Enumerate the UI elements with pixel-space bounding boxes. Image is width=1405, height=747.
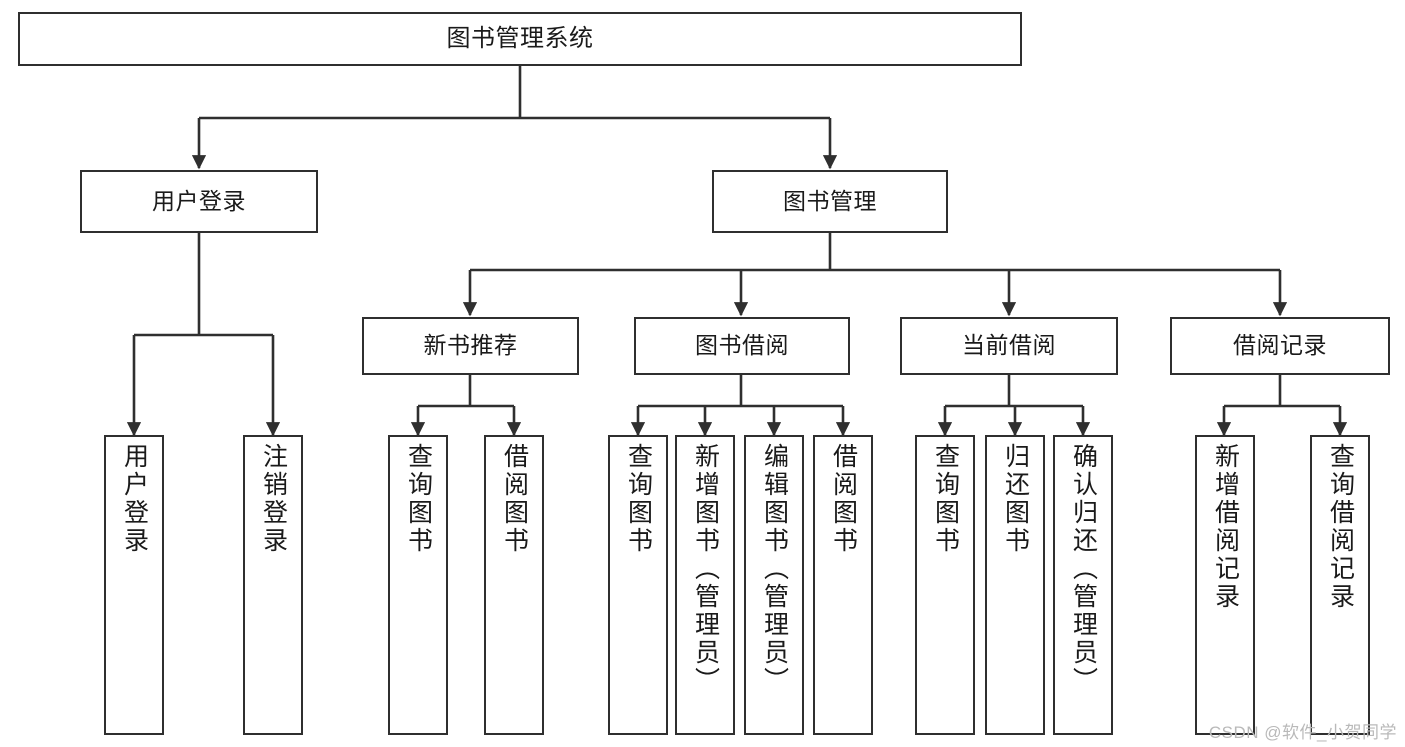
leaf-label: 借阅图书	[829, 443, 858, 555]
node-book-borrow[interactable]: 图书借阅	[634, 317, 850, 375]
node-root-label: 图书管理系统	[446, 24, 594, 52]
leaf-current-borrow-confirm[interactable]: 确认归还（管理员）	[1053, 435, 1113, 735]
leaf-label: 确认归还（管理员）	[1069, 443, 1098, 695]
node-current-borrow-label: 当前借阅	[962, 332, 1056, 359]
watermark: CSDN @软件_小贺同学	[1208, 723, 1397, 742]
leaf-book-borrow-borrow[interactable]: 借阅图书	[813, 435, 873, 735]
node-new-book-recommend[interactable]: 新书推荐	[362, 317, 579, 375]
leaf-book-borrow-query[interactable]: 查询图书	[608, 435, 668, 735]
node-new-book-recommend-label: 新书推荐	[423, 332, 518, 359]
leaf-user-login-logout[interactable]: 注销登录	[243, 435, 303, 735]
node-borrow-record[interactable]: 借阅记录	[1170, 317, 1390, 375]
leaf-current-borrow-return[interactable]: 归还图书	[985, 435, 1045, 735]
node-book-borrow-label: 图书借阅	[695, 332, 789, 359]
leaf-label: 新增借阅记录	[1211, 443, 1240, 611]
leaf-label: 新增图书（管理员）	[691, 443, 720, 695]
leaf-label: 编辑图书（管理员）	[760, 443, 789, 695]
leaf-borrow-record-add[interactable]: 新增借阅记录	[1195, 435, 1255, 735]
leaf-label: 查询图书	[931, 443, 960, 555]
leaf-label: 归还图书	[1001, 443, 1030, 555]
leaf-book-borrow-add[interactable]: 新增图书（管理员）	[675, 435, 735, 735]
node-user-login-label: 用户登录	[152, 187, 246, 214]
leaf-borrow-record-query[interactable]: 查询借阅记录	[1310, 435, 1370, 735]
leaf-label: 借阅图书	[500, 443, 529, 555]
node-root[interactable]: 图书管理系统	[18, 12, 1022, 66]
leaf-label: 注销登录	[259, 443, 288, 555]
node-book-management-label: 图书管理	[783, 187, 877, 214]
node-book-management[interactable]: 图书管理	[712, 170, 948, 233]
leaf-user-login-login[interactable]: 用户登录	[104, 435, 164, 735]
leaf-new-book-query[interactable]: 查询图书	[388, 435, 448, 735]
node-current-borrow[interactable]: 当前借阅	[900, 317, 1118, 375]
leaf-book-borrow-edit[interactable]: 编辑图书（管理员）	[744, 435, 804, 735]
leaf-label: 查询图书	[404, 443, 433, 555]
leaf-current-borrow-query[interactable]: 查询图书	[915, 435, 975, 735]
node-borrow-record-label: 借阅记录	[1233, 332, 1327, 359]
leaf-label: 用户登录	[120, 443, 149, 555]
leaf-new-book-borrow[interactable]: 借阅图书	[484, 435, 544, 735]
node-user-login[interactable]: 用户登录	[80, 170, 318, 233]
leaf-label: 查询借阅记录	[1326, 443, 1355, 611]
leaf-label: 查询图书	[624, 443, 653, 555]
